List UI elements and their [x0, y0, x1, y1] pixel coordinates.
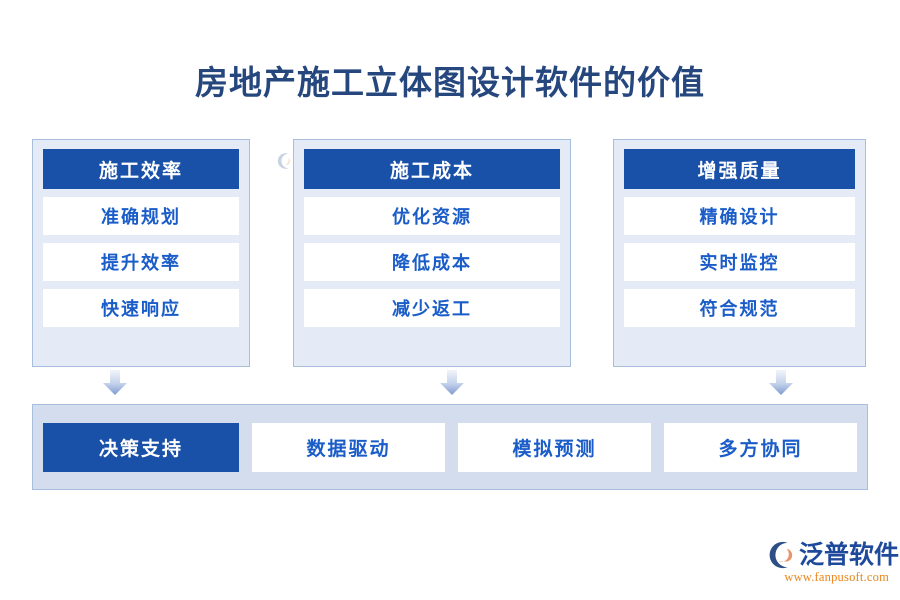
column-construction-efficiency: 施工效率 准确规划 提升效率 快速响应 — [32, 139, 250, 367]
column-header-quality: 增强质量 — [624, 149, 855, 189]
column-item-cost-2[interactable]: 减少返工 — [304, 289, 560, 327]
column-header-efficiency: 施工效率 — [43, 149, 239, 189]
brand-logo-url: www.fanpusoft.com — [784, 570, 889, 584]
flow-arrows — [32, 370, 868, 398]
outcome-cell-decision-support[interactable]: 决策支持 — [43, 422, 239, 472]
brand-logo: 泛普软件 www.fanpusoft.com — [766, 540, 899, 586]
column-item-quality-0[interactable]: 精确设计 — [624, 197, 855, 235]
column-item-quality-2[interactable]: 符合规范 — [624, 289, 855, 327]
column-header-cost: 施工成本 — [304, 149, 560, 189]
brand-logo-top: 泛普软件 — [766, 540, 899, 570]
page-title: 房地产施工立体图设计软件的价值 — [195, 66, 705, 102]
value-columns: 施工效率 准确规划 提升效率 快速响应 施工成本 优化资源 降低成本 减少返工 … — [32, 139, 868, 367]
column-item-quality-1[interactable]: 实时监控 — [624, 243, 855, 281]
column-item-cost-0[interactable]: 优化资源 — [304, 197, 560, 235]
outcome-cell-simulation-forecast[interactable]: 模拟预测 — [457, 422, 651, 472]
fanpu-logo-icon — [766, 541, 796, 569]
arrow-down-icon-cost — [439, 370, 465, 396]
outcome-cell-multiparty-collaboration[interactable]: 多方协同 — [663, 422, 857, 472]
column-enhanced-quality: 增强质量 精确设计 实时监控 符合规范 — [613, 139, 866, 367]
column-item-efficiency-0[interactable]: 准确规划 — [43, 197, 239, 235]
column-item-efficiency-2[interactable]: 快速响应 — [43, 289, 239, 327]
outcome-cell-data-driven[interactable]: 数据驱动 — [251, 422, 445, 472]
arrow-down-icon-quality — [768, 370, 794, 396]
column-item-efficiency-1[interactable]: 提升效率 — [43, 243, 239, 281]
column-item-cost-1[interactable]: 降低成本 — [304, 243, 560, 281]
brand-logo-name: 泛普软件 — [799, 541, 900, 569]
outcome-row: 决策支持 数据驱动 模拟预测 多方协同 — [32, 404, 868, 490]
arrow-down-icon-efficiency — [102, 370, 128, 396]
column-construction-cost: 施工成本 优化资源 降低成本 减少返工 — [293, 139, 571, 367]
